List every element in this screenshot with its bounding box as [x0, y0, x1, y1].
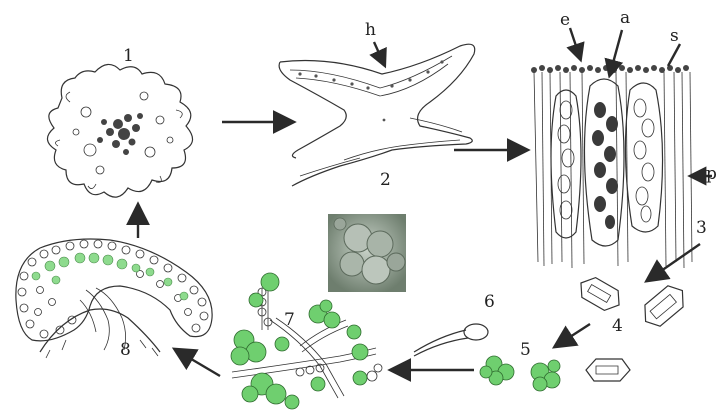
germinating-spore	[414, 324, 488, 356]
thallus-top-view	[47, 64, 192, 197]
label-stage-3: 3	[696, 220, 707, 237]
arrow-4-to-5	[556, 324, 590, 346]
apothecium-section	[279, 42, 475, 186]
label-part-s: s	[670, 28, 679, 45]
thallus-cross-section	[16, 239, 212, 358]
micrograph-inset	[328, 214, 406, 292]
label-stage-1: 1	[123, 48, 134, 65]
arrow-7-to-8	[176, 350, 220, 376]
label-stage-7: 7	[284, 312, 295, 329]
label-part-e: e	[560, 12, 570, 29]
label-stage-8: 8	[120, 342, 131, 359]
pointer-e	[570, 28, 580, 58]
arrow-3-to-spores	[648, 244, 700, 280]
label-stage-4: 4	[612, 318, 623, 335]
label-stage-2: 2	[380, 172, 391, 189]
released-ascospores	[575, 273, 691, 381]
hyphae-algae-association	[231, 273, 382, 409]
label-part-a: a	[620, 10, 630, 27]
label-part-p: p	[706, 166, 717, 183]
hymenium-detail	[531, 28, 712, 268]
algal-cells	[480, 356, 560, 391]
pointer-s	[668, 44, 680, 66]
label-part-h: h	[365, 22, 376, 39]
label-stage-5: 5	[520, 342, 531, 359]
pointer-h	[374, 42, 384, 64]
label-stage-6: 6	[484, 294, 495, 311]
